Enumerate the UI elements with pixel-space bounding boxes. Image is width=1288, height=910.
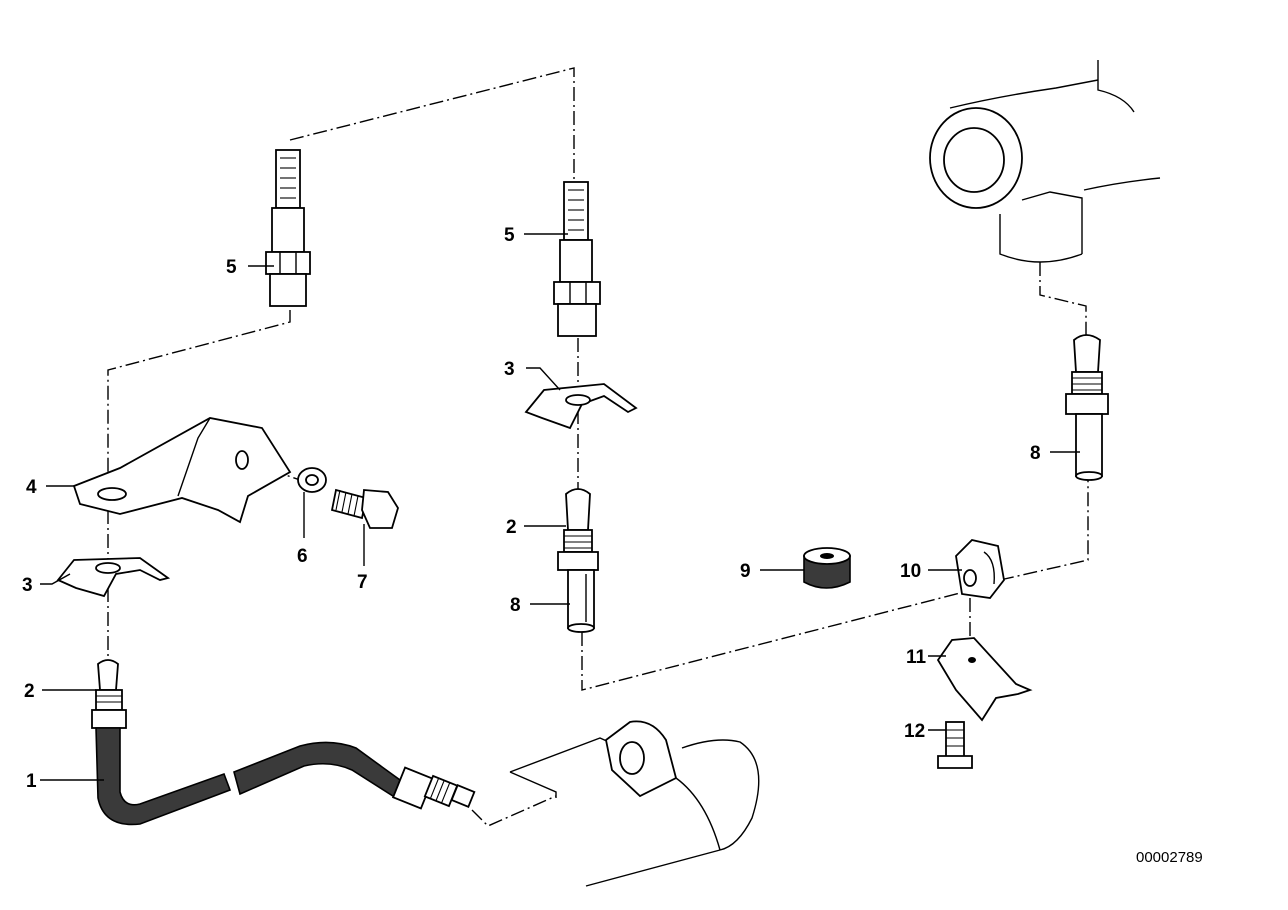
part-4-bracket — [72, 417, 292, 524]
exhaust-manifold-bottom — [509, 720, 760, 887]
callout-7: 7 — [357, 572, 368, 593]
part-8-tube-middle — [567, 569, 595, 633]
part-8-tube-right — [1065, 334, 1109, 481]
callout-8-right: 8 — [1030, 443, 1041, 464]
part-5-sensor-left — [265, 149, 311, 307]
callout-3-middle: 3 — [504, 359, 515, 380]
callout-11: 11 — [906, 647, 927, 668]
part-3-clip-middle — [524, 383, 638, 430]
part-5-sensor-middle — [553, 181, 601, 337]
callout-leaders — [40, 233, 1080, 781]
part-1-pipe — [95, 727, 557, 827]
callout-9: 9 — [740, 561, 751, 582]
part-2-fitting-left — [91, 659, 127, 729]
callout-5-left: 5 — [226, 257, 237, 278]
callout-2-middle: 2 — [506, 517, 517, 538]
callout-6: 6 — [297, 546, 308, 567]
part-9-spacer — [803, 547, 851, 589]
part-10-clamp — [955, 539, 1005, 599]
part-11-clip — [936, 637, 1033, 722]
exhaust-manifold-top — [929, 60, 1161, 263]
callout-1: 1 — [26, 771, 37, 792]
callout-labels: 5 5 3 3 4 6 7 2 2 8 8 1 9 10 11 12 — [22, 225, 1041, 792]
callout-4: 4 — [26, 477, 37, 498]
part-12-screw — [937, 721, 973, 769]
part-6-washer — [297, 467, 327, 493]
callout-2-left: 2 — [24, 681, 35, 702]
part-2-fitting-middle — [557, 488, 599, 571]
part-3-clip-left — [56, 557, 171, 598]
callout-10: 10 — [900, 561, 921, 582]
callout-5-middle: 5 — [504, 225, 515, 246]
callout-8-middle: 8 — [510, 595, 521, 616]
part-7-bolt — [330, 488, 399, 529]
callout-12: 12 — [904, 721, 925, 742]
reference-number: 00002789 — [1136, 849, 1203, 866]
callout-3-left: 3 — [22, 575, 33, 596]
